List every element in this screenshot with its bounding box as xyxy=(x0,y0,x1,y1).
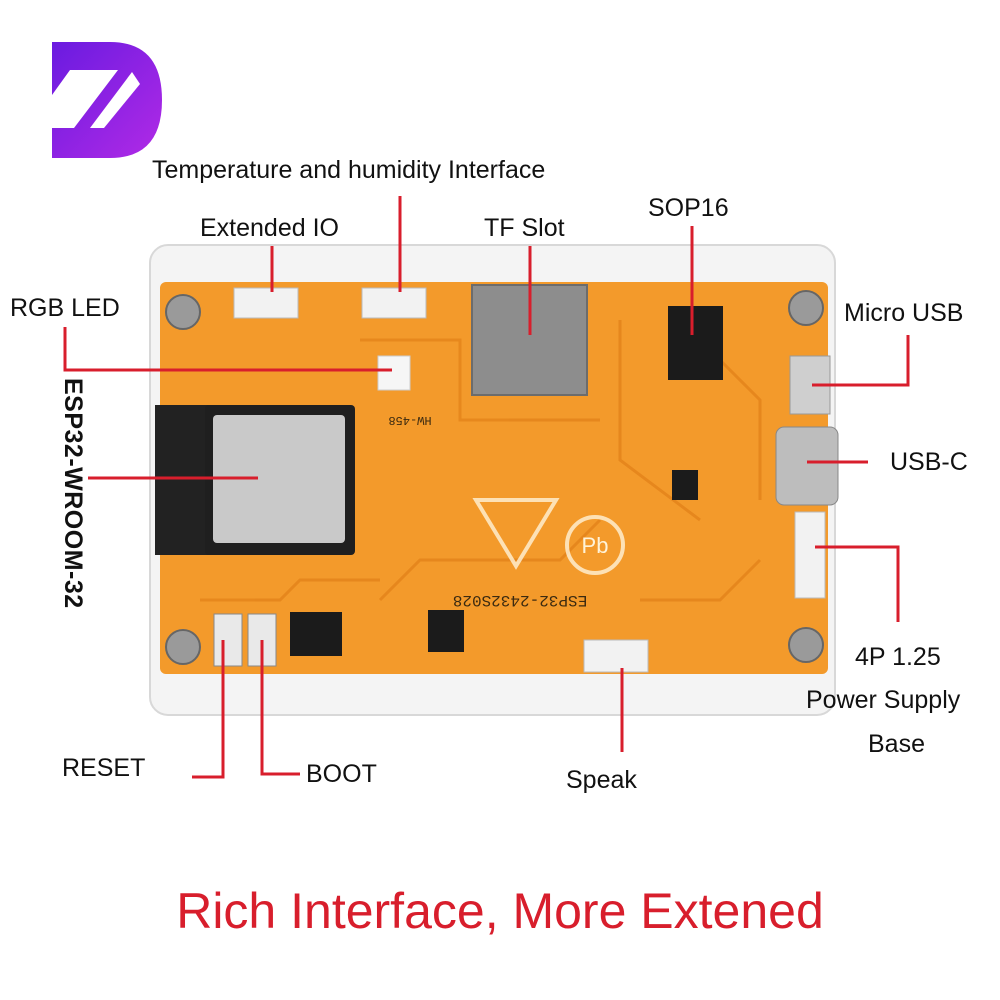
label-power-line3: Base xyxy=(868,730,925,758)
rgb-led xyxy=(377,355,411,391)
rohs-mark xyxy=(472,498,560,570)
screw xyxy=(165,629,201,665)
chip-b xyxy=(428,610,464,652)
module-text: HW-458 xyxy=(388,413,431,427)
tagline: Rich Interface, More Extened xyxy=(176,883,824,939)
pb-mark: Pb xyxy=(582,533,609,558)
label-power-line1: 4P 1.25 xyxy=(855,643,941,671)
speaker-connector xyxy=(583,639,649,673)
leader-boot xyxy=(260,640,300,776)
temp-humidity-connector xyxy=(361,287,427,319)
label-esp32: ESP32-WROOM-32 xyxy=(59,378,87,609)
label-speak: Speak xyxy=(566,766,637,794)
label-extended-io: Extended IO xyxy=(200,214,339,242)
screw xyxy=(165,294,201,330)
reset-button xyxy=(213,613,243,667)
label-sop16: SOP16 xyxy=(648,194,729,222)
screw xyxy=(788,290,824,326)
screw xyxy=(788,627,824,663)
label-usb-c: USB-C xyxy=(890,448,968,476)
leader-rgb xyxy=(63,327,392,372)
label-boot: BOOT xyxy=(306,760,377,788)
pb-mark-circle xyxy=(565,515,625,575)
chip-c xyxy=(672,470,698,500)
label-power-line2: Power Supply xyxy=(806,686,961,714)
board-model-text: ESP32-2432S028 xyxy=(453,591,587,609)
leader-reset xyxy=(192,640,225,779)
label-temp-humidity: Temperature and humidity Interface xyxy=(152,156,546,184)
label-micro-usb: Micro USB xyxy=(844,299,964,327)
label-reset: RESET xyxy=(62,754,146,782)
sop16-chip xyxy=(668,306,723,380)
leader-lines xyxy=(63,196,910,779)
label-rgb-led: RGB LED xyxy=(10,294,120,322)
brand-logo xyxy=(52,42,162,158)
leader-microusb xyxy=(812,335,910,387)
chip-a xyxy=(290,612,342,656)
pcb xyxy=(160,282,828,674)
usb-c-port xyxy=(775,426,839,506)
esp32-shield xyxy=(213,415,345,543)
power-connector xyxy=(794,511,826,599)
label-tf-slot: TF Slot xyxy=(484,214,565,242)
extended-io-connector xyxy=(233,287,299,319)
leader-power xyxy=(815,545,900,622)
pcb-traces xyxy=(200,320,762,602)
